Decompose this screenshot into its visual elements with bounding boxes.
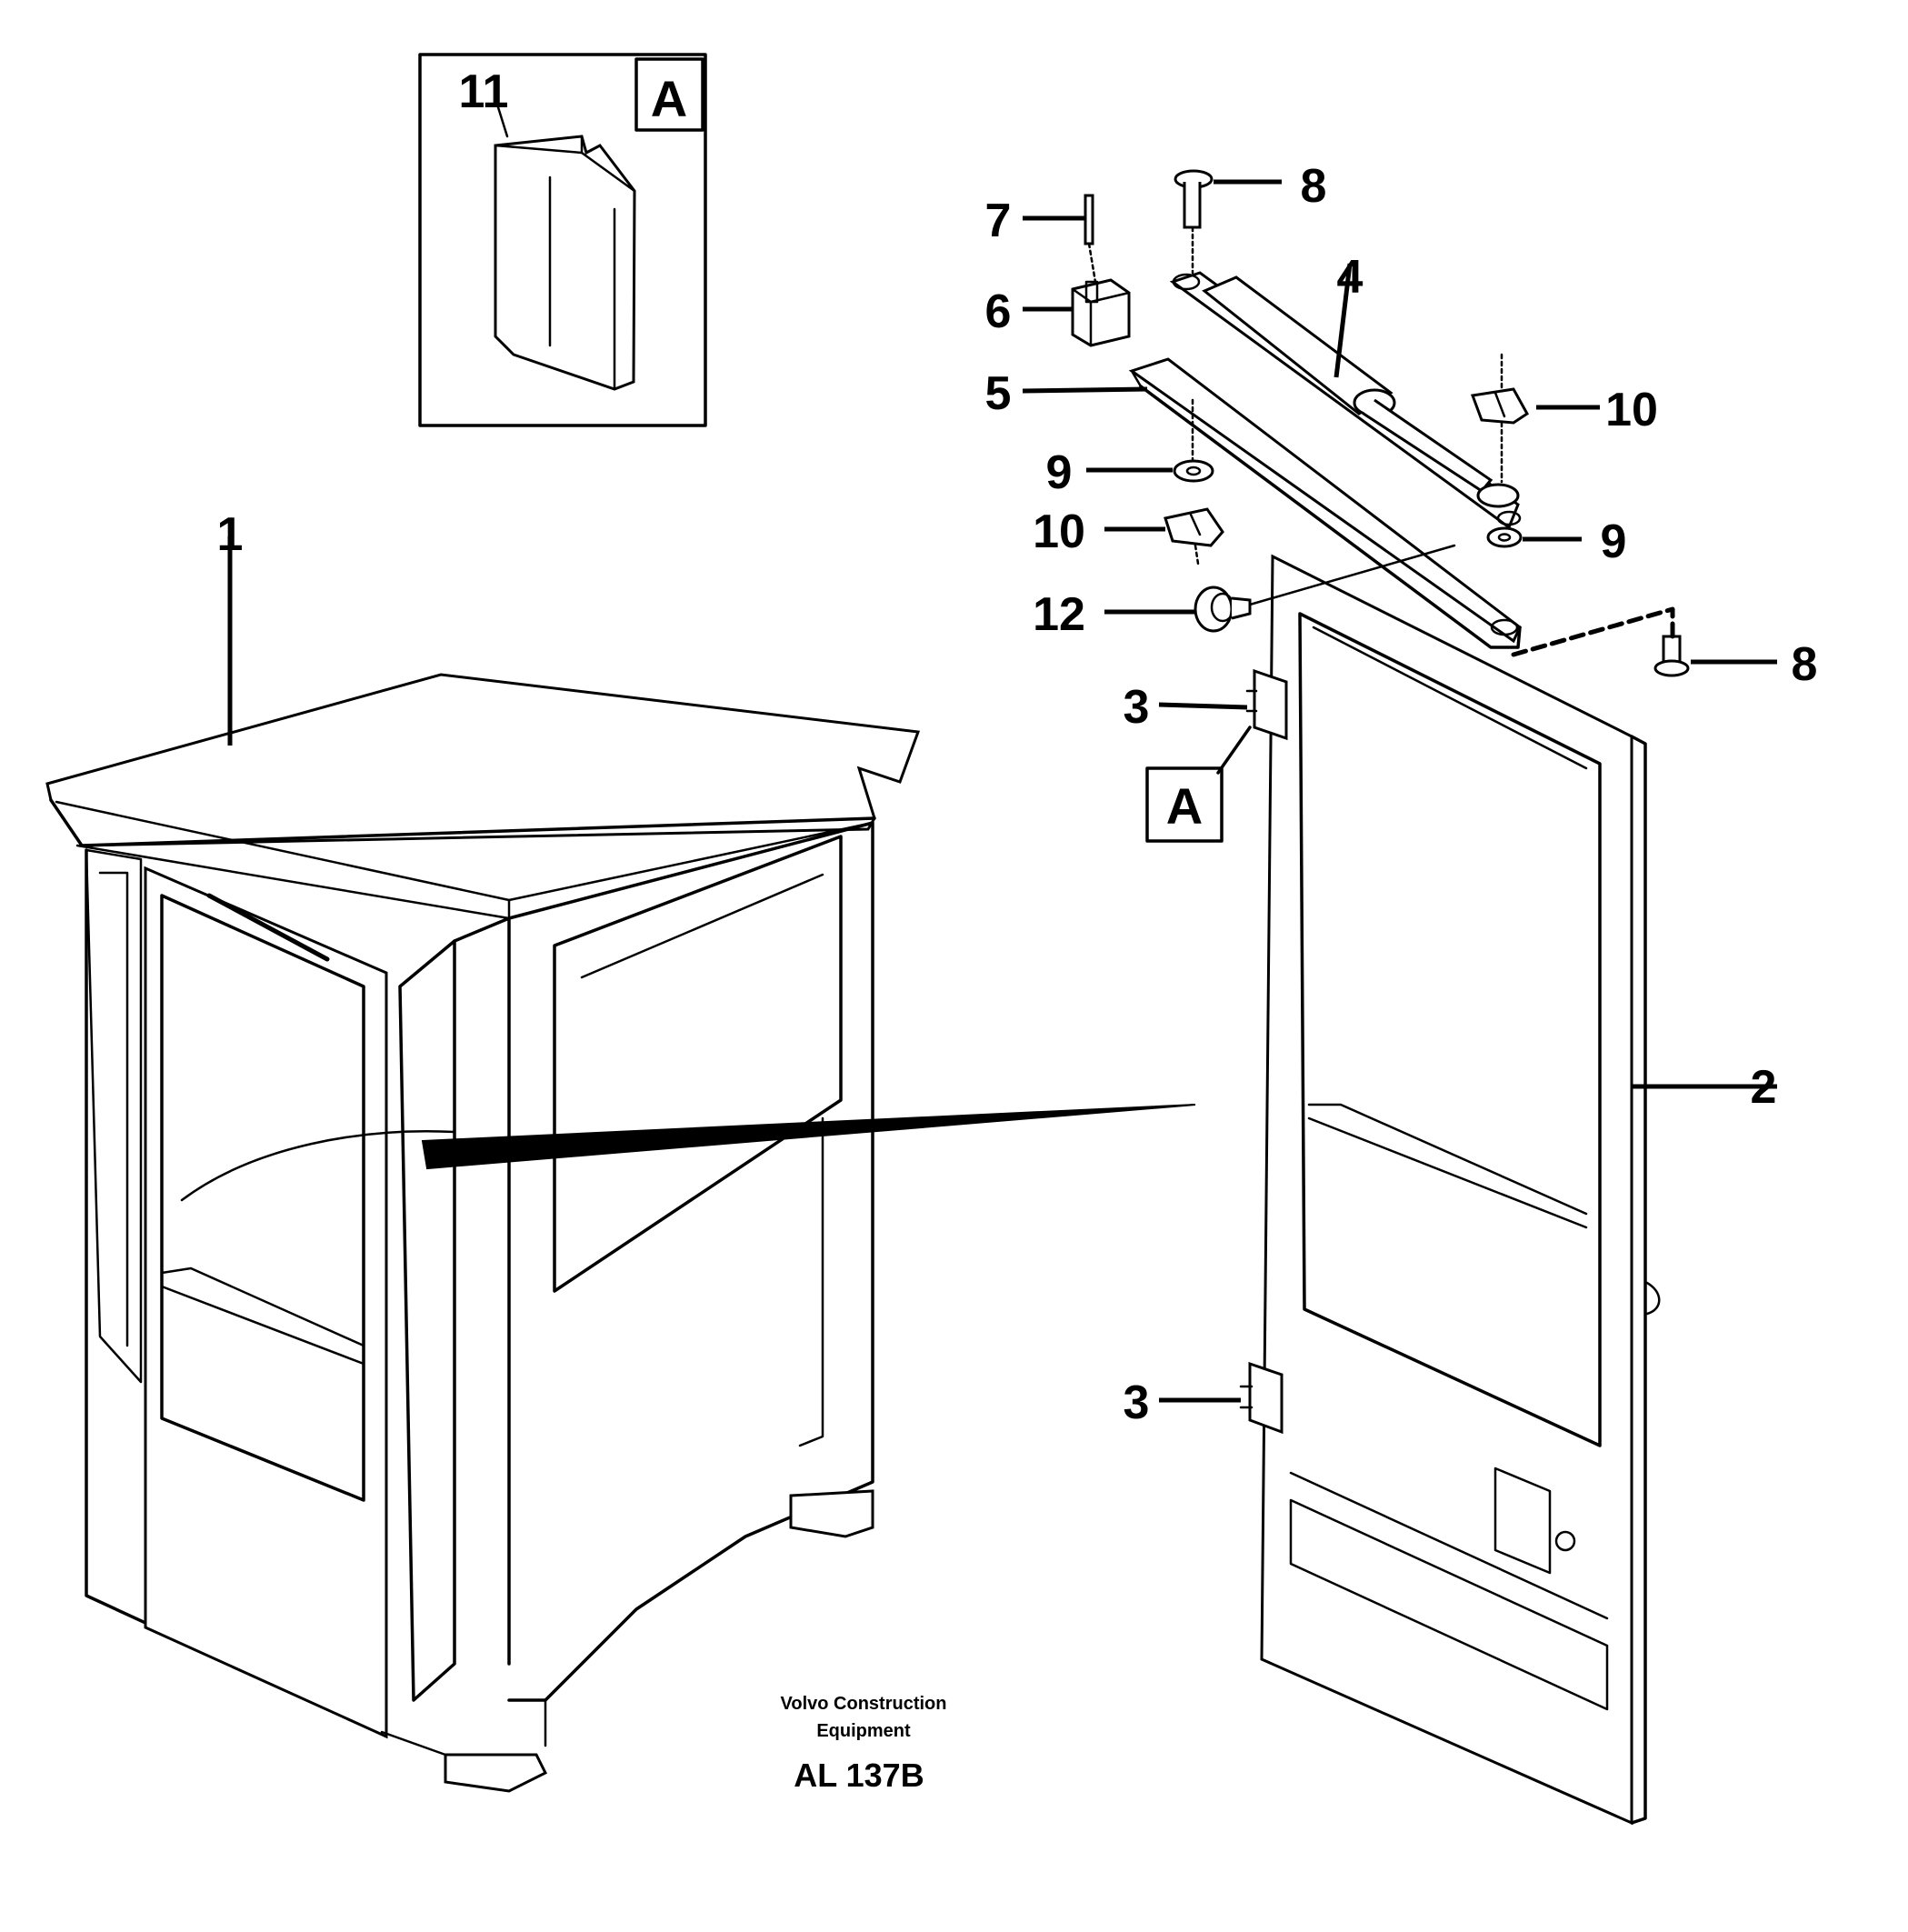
callout-10-right: 10 xyxy=(1605,384,1658,436)
callout-11: 11 xyxy=(459,65,509,118)
hinge-label-box xyxy=(1145,766,1224,843)
callout-6: 6 xyxy=(985,285,1012,338)
part-11-cover xyxy=(494,135,636,391)
door-panel xyxy=(1260,554,1633,1826)
cab-door-window xyxy=(160,894,365,1502)
callout-10-left: 10 xyxy=(1033,506,1085,558)
callout-1: 1 xyxy=(217,508,244,561)
part-8-screw-right xyxy=(1653,635,1690,677)
assembly-pointer xyxy=(421,1104,1196,1170)
detail-frame xyxy=(418,53,707,427)
detail-label-box xyxy=(634,57,704,132)
door-window xyxy=(1298,612,1602,1447)
leader-11 xyxy=(496,105,509,138)
hinge-label: A xyxy=(1166,777,1203,835)
part-8-screw-top xyxy=(1174,169,1214,229)
screw-path-dashed xyxy=(1511,606,1675,657)
callout-4: 4 xyxy=(1337,251,1364,304)
callout-9-left: 9 xyxy=(1046,446,1073,499)
detail-label: A xyxy=(651,70,687,127)
cab-assembly xyxy=(45,673,921,1793)
part-4-gas-strut xyxy=(1202,275,1520,508)
part-12-knob xyxy=(1194,586,1252,633)
part-5-bracket-arm xyxy=(1128,357,1522,649)
part-7-pin xyxy=(1084,194,1094,245)
callout-8-top: 8 xyxy=(1301,160,1327,213)
figure-code: AL 137B xyxy=(794,1757,924,1794)
hinge-top xyxy=(1245,668,1288,741)
hinge-bottom xyxy=(1239,1361,1284,1435)
part-10-clip-left xyxy=(1164,507,1224,547)
leader-5 xyxy=(1022,386,1148,394)
callout-8-right: 8 xyxy=(1792,638,1818,691)
caption-line-2: Equipment xyxy=(816,1721,911,1741)
part-10-clip-right xyxy=(1470,387,1529,425)
part-9-washer-right xyxy=(1486,526,1523,548)
callout-9-right: 9 xyxy=(1601,516,1627,568)
leader-3-top xyxy=(1158,702,1248,710)
part-6-mount-block xyxy=(1071,278,1131,347)
leader-view-a xyxy=(1216,726,1252,775)
detail-view-a: A 11 xyxy=(418,53,707,427)
leader-12-to-arm xyxy=(1248,544,1456,606)
callout-7: 7 xyxy=(985,195,1012,247)
callout-2: 2 xyxy=(1751,1061,1777,1114)
cab-side-window xyxy=(553,835,843,1293)
callout-12: 12 xyxy=(1033,588,1085,641)
callout-5: 5 xyxy=(985,367,1012,420)
part-9-washer-left xyxy=(1173,459,1214,483)
callout-3-top: 3 xyxy=(1124,681,1150,734)
leader-4 xyxy=(1334,263,1353,378)
door-assembly xyxy=(1260,554,1661,1826)
caption-line-1: Volvo Construction xyxy=(781,1694,947,1714)
callout-3-bottom: 3 xyxy=(1124,1376,1150,1429)
